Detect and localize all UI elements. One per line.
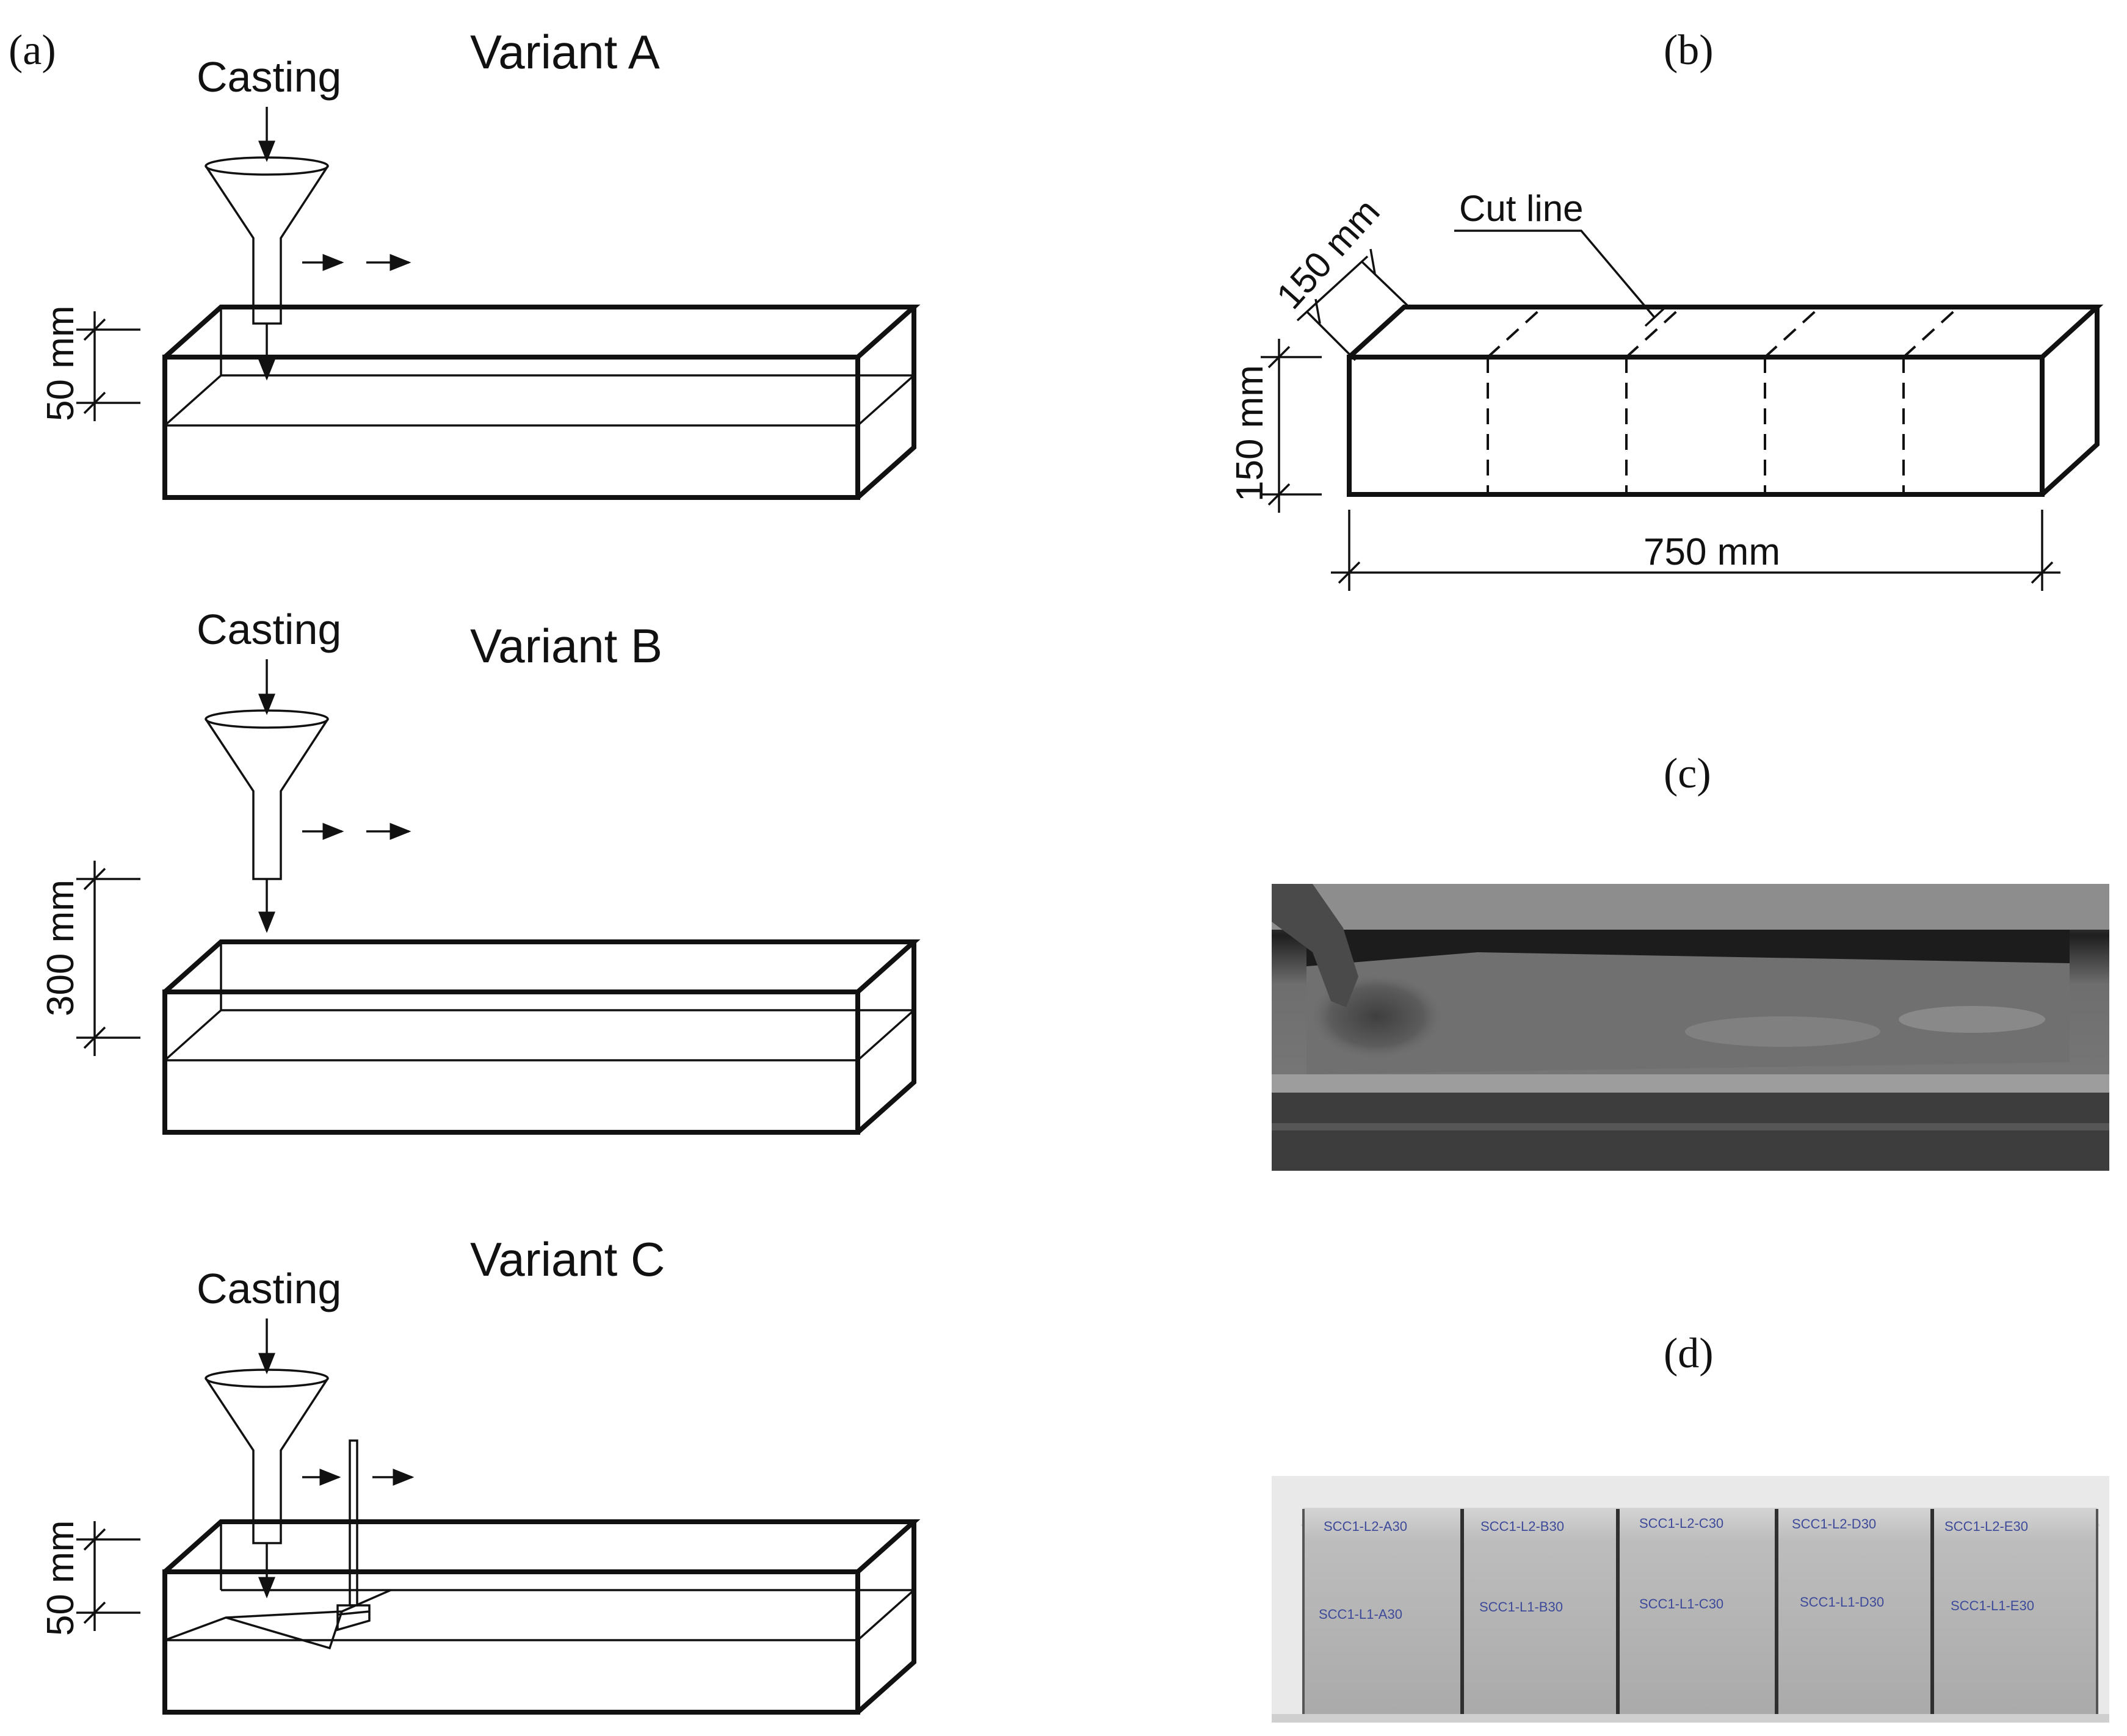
variant-a-dimension-label: 50 mm bbox=[40, 306, 82, 421]
specimen-2-bottom-label: SCC1-L1-B30 bbox=[1479, 1599, 1563, 1615]
variant-b-dimension-label: 300 mm bbox=[40, 880, 82, 1016]
panel-label-b: (b) bbox=[1664, 27, 1714, 74]
panel-label-a: (a) bbox=[9, 27, 56, 74]
dimension-length-label: 750 mm bbox=[1643, 531, 1780, 573]
variant-a-dimension: 50 mm bbox=[40, 306, 140, 421]
variant-b-mould bbox=[162, 939, 921, 1135]
variant-a-title: Variant A bbox=[470, 25, 660, 79]
variant-b-title: Variant B bbox=[470, 619, 662, 673]
specimen-3-top-label: SCC1-L2-C30 bbox=[1639, 1516, 1723, 1531]
specimen-5-bottom-label: SCC1-L1-E30 bbox=[1951, 1598, 2034, 1613]
specimen-4-top-label: SCC1-L2-D30 bbox=[1792, 1516, 1876, 1532]
variant-c-funnel bbox=[205, 1369, 329, 1599]
specimen-5-top-label: SCC1-L2-E30 bbox=[1944, 1519, 2028, 1534]
variant-c-casting-label: Casting bbox=[197, 1265, 341, 1312]
variant-c: Variant C Casting bbox=[40, 1232, 921, 1715]
panel-label-d: (d) bbox=[1664, 1330, 1714, 1377]
specimen-1-bottom-label: SCC1-L1-A30 bbox=[1319, 1607, 1402, 1622]
photo-d: SCC1-L2-A30 SCC1-L1-A30 SCC1-L2-B30 SCC1… bbox=[1272, 1476, 2109, 1723]
dimension-height: 150 mm bbox=[1229, 339, 1322, 513]
variant-a-mould bbox=[162, 305, 921, 500]
cut-lines bbox=[1487, 306, 1960, 494]
dimension-depth: 150 mm bbox=[1269, 191, 1408, 361]
variant-a: Variant A Casting 50 mm bbox=[40, 25, 921, 500]
variant-c-mould bbox=[162, 1519, 921, 1715]
variant-b-dimension: 300 mm bbox=[40, 861, 140, 1056]
variant-b-casting-label: Casting bbox=[197, 606, 341, 653]
variant-b: Variant B Casting 300 mm bbox=[40, 606, 921, 1135]
variant-c-dimension-label: 50 mm bbox=[40, 1521, 82, 1636]
specimen-1-top-label: SCC1-L2-A30 bbox=[1324, 1519, 1407, 1534]
dimension-depth-label: 150 mm bbox=[1269, 191, 1388, 317]
panel-b-prism: Cut line 150 mm 150 mm 750 bbox=[1229, 188, 2104, 591]
variant-c-dimension: 50 mm bbox=[40, 1521, 140, 1636]
cut-line-label: Cut line bbox=[1459, 188, 1583, 229]
dimension-length: 750 mm bbox=[1331, 510, 2060, 591]
specimen-4-bottom-label: SCC1-L1-D30 bbox=[1800, 1594, 1884, 1610]
variant-a-casting-label: Casting bbox=[197, 53, 341, 101]
variant-b-funnel bbox=[205, 709, 329, 933]
cut-line-leader bbox=[1454, 230, 1656, 319]
specimen-3-bottom-label: SCC1-L1-C30 bbox=[1639, 1596, 1723, 1611]
panel-label-c: (c) bbox=[1664, 750, 1711, 797]
variant-c-title: Variant C bbox=[470, 1232, 665, 1286]
photo-c bbox=[1272, 884, 2109, 1171]
variant-a-funnel bbox=[205, 156, 329, 381]
variant-c-vibrator bbox=[336, 1439, 371, 1632]
dimension-height-label: 150 mm bbox=[1229, 365, 1271, 502]
specimen-2-top-label: SCC1-L2-B30 bbox=[1480, 1519, 1564, 1534]
